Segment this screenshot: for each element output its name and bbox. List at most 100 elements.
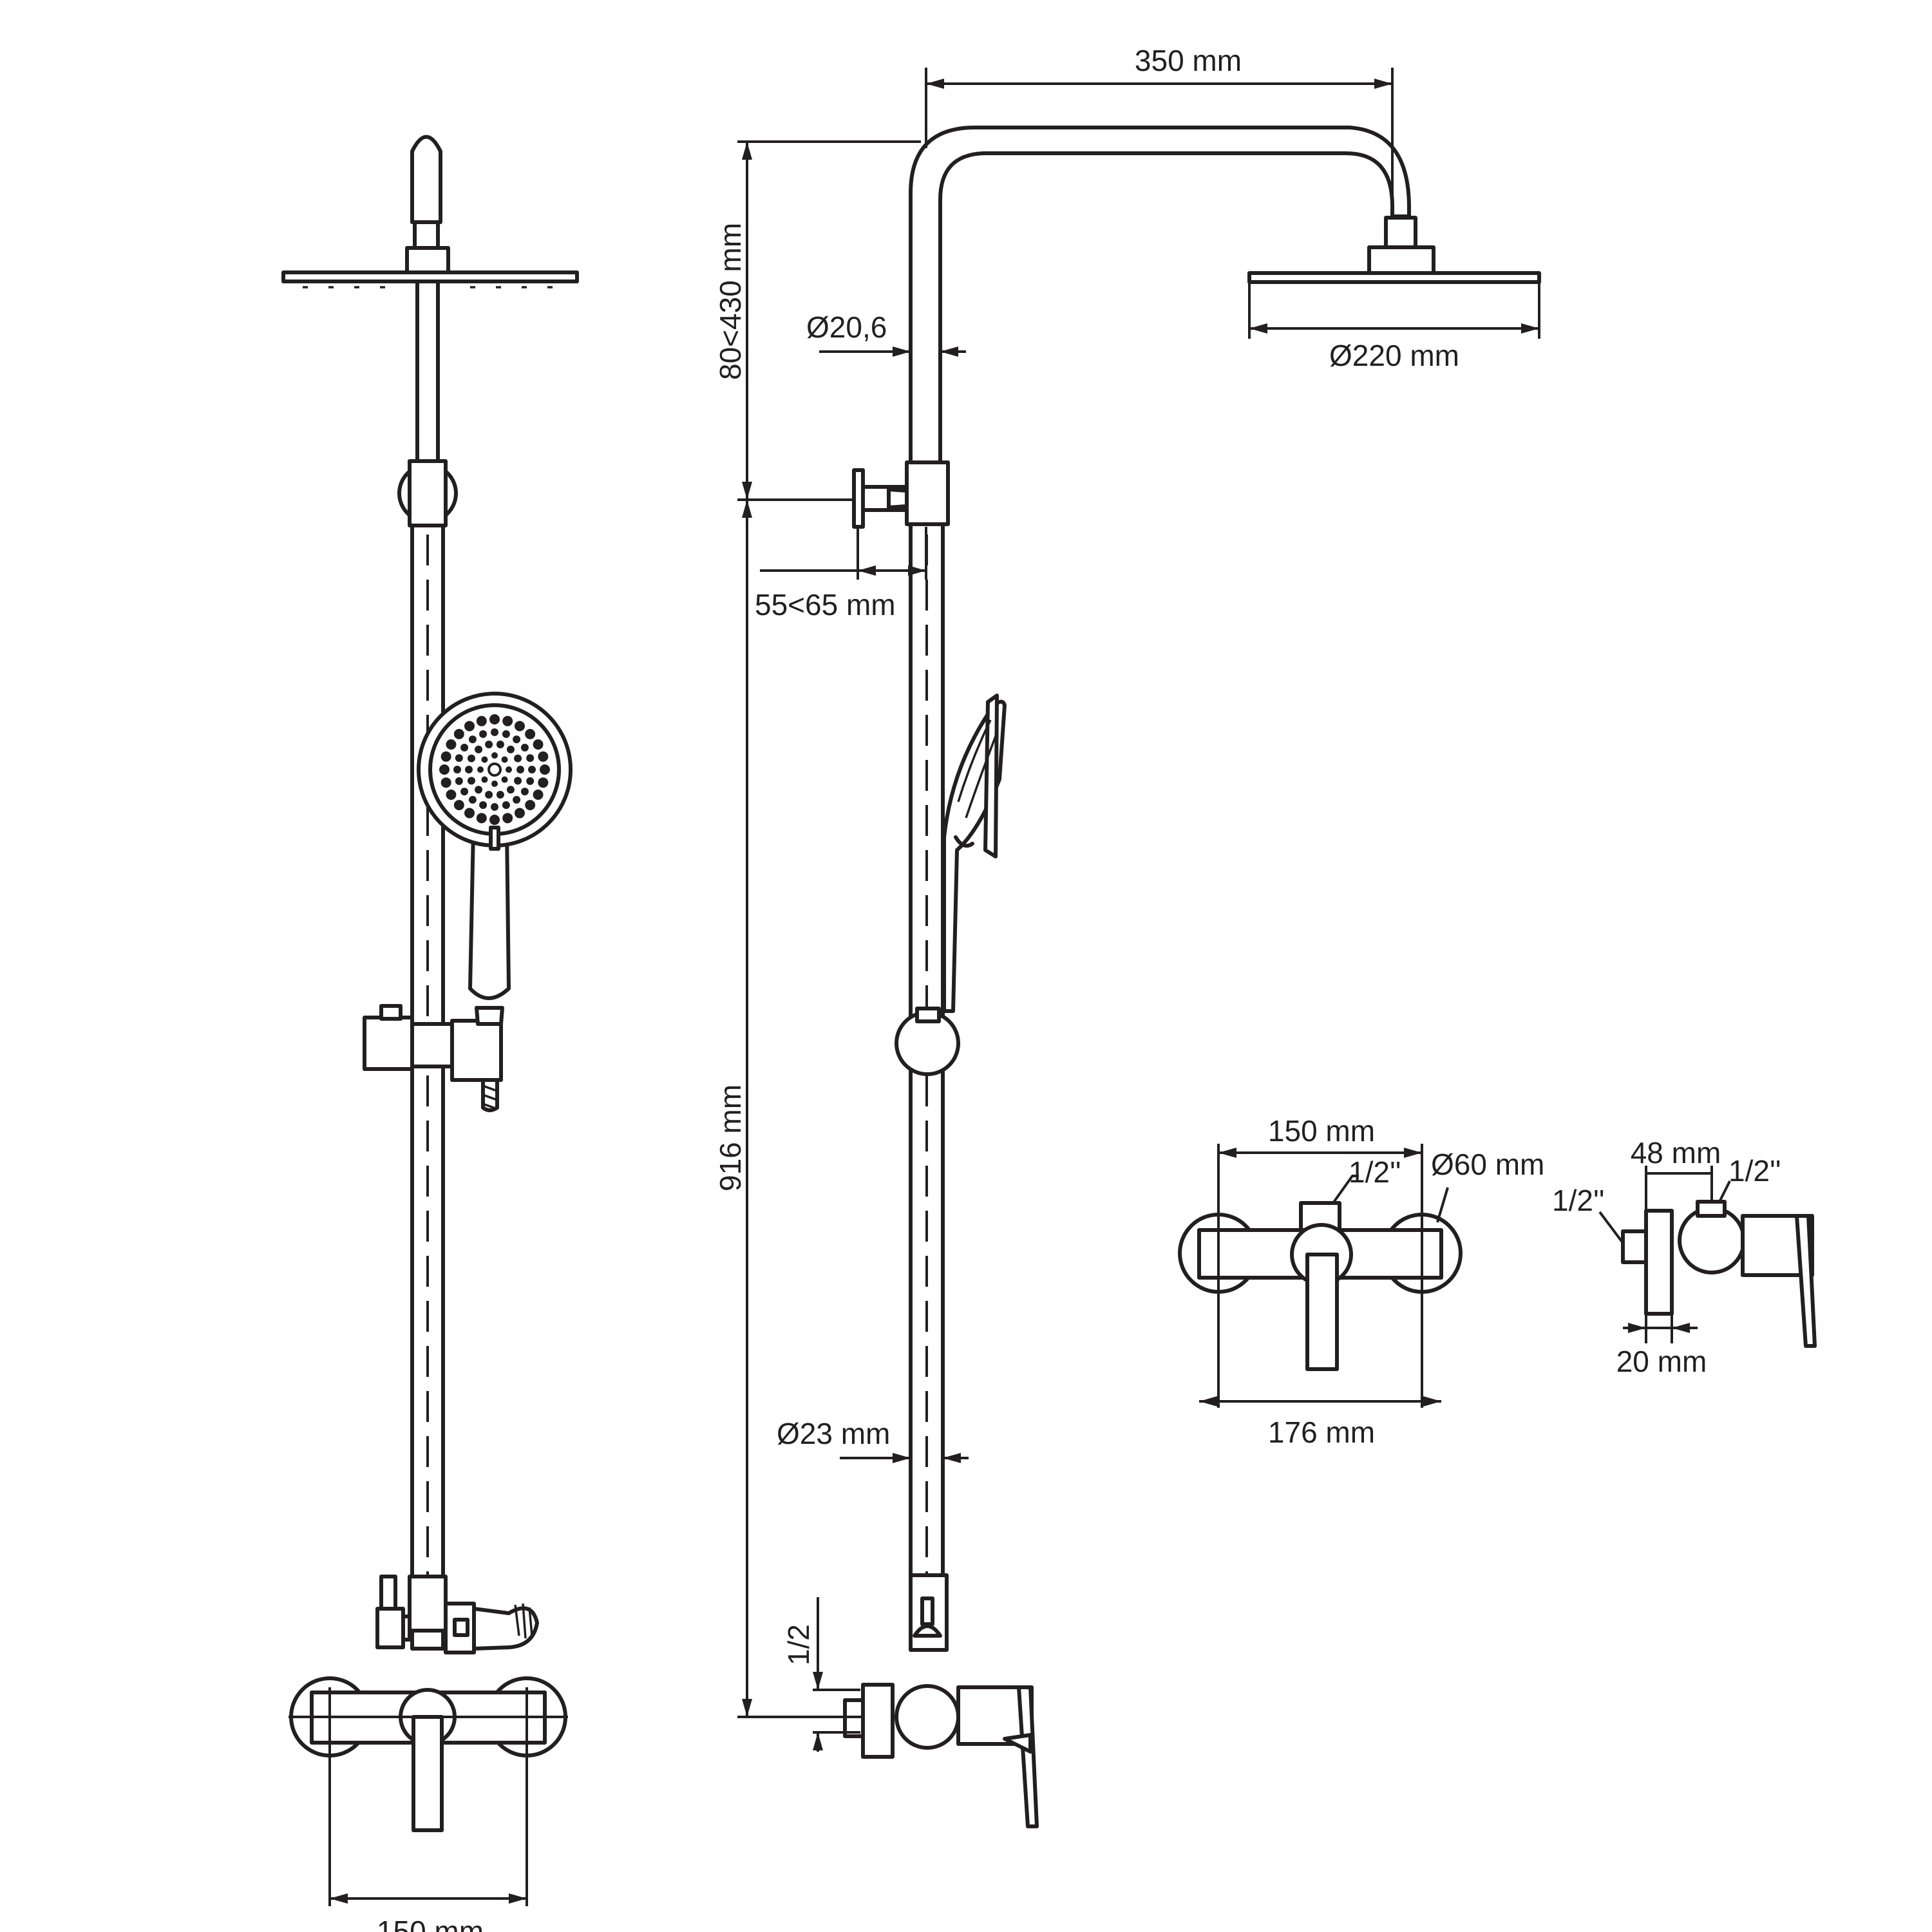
- nozzle-dot: [496, 790, 504, 799]
- front-hand-shower: [417, 692, 573, 1000]
- nozzle-dot: [513, 795, 521, 804]
- nozzle-dot: [525, 800, 536, 811]
- label-mixer-escutcheon: Ø60 mm: [1431, 1148, 1544, 1181]
- nozzle-dot: [446, 790, 457, 800]
- label-upper-tube-dia: Ø20,6: [806, 310, 887, 344]
- front-bracket-clamp: [408, 459, 448, 527]
- nozzle-dot: [481, 756, 488, 763]
- label-arm-length: 350 mm: [1135, 44, 1242, 77]
- side-hand-shower: [942, 694, 1007, 1013]
- front-slider-knob: [379, 1004, 402, 1021]
- nozzle-dot: [491, 803, 498, 811]
- nozzle-dot: [540, 764, 550, 775]
- nozzle-dot: [491, 728, 498, 736]
- label-mixer-centers: 150 mm: [1268, 1114, 1375, 1148]
- front-diverter-block: [408, 1575, 448, 1633]
- front-slider-holder: [450, 1019, 503, 1082]
- nozzle-dot: [464, 808, 475, 819]
- nozzle-dot: [526, 754, 535, 762]
- nozzle-dot: [446, 739, 457, 750]
- nozzle-dot: [538, 777, 549, 788]
- nozzle-dot: [476, 715, 487, 726]
- mixer-side-detail: 48 mm 1/2'' 1/2'' 20 mm: [1552, 1136, 1817, 1378]
- label-total-height: 916 mm: [714, 1084, 747, 1191]
- front-arm-stub: [410, 135, 442, 224]
- label-side-outlet-thread: 1/2'': [1728, 1154, 1781, 1188]
- nozzle-dot: [525, 728, 536, 739]
- side-mixer-body: [895, 1684, 960, 1750]
- nozzle-dot: [502, 813, 513, 824]
- front-mixer-lever: [412, 1715, 444, 1832]
- side-shower-arm: [909, 126, 1411, 466]
- side-detail-lever: [1795, 1214, 1817, 1348]
- nozzle-dot: [467, 754, 475, 762]
- mixer-front-detail: 150 mm 176 mm 1/2'' Ø60 mm: [1178, 1114, 1544, 1449]
- nozzle-dot: [485, 741, 493, 749]
- side-head-connector: [1367, 245, 1435, 275]
- front-upper-riser: [415, 279, 440, 470]
- label-bracket-offset: 55<65 mm: [755, 588, 896, 621]
- label-lower-tube-dia: Ø23 mm: [777, 1417, 890, 1450]
- nozzle-dot: [453, 800, 464, 811]
- front-hose-cone: [475, 1006, 504, 1112]
- nozzle-dot: [502, 730, 510, 738]
- front-view: 150 mm: [281, 135, 579, 1932]
- front-arm-nut: [413, 220, 440, 250]
- nozzle-dot: [468, 735, 477, 744]
- label-side-depth: 48 mm: [1631, 1136, 1721, 1170]
- nozzle-dot: [479, 730, 488, 738]
- side-detail-flange: [1644, 1209, 1674, 1316]
- side-detail-nut: [1621, 1229, 1648, 1264]
- label-side-inlet-thread: 1/2'': [1552, 1184, 1605, 1217]
- nozzle-dot: [467, 777, 475, 785]
- side-arm-nut: [1384, 216, 1417, 249]
- nozzle-dot: [538, 751, 549, 762]
- front-diverter-stem: [379, 1575, 397, 1611]
- head-diameter-dimension: Ø220 mm: [1248, 282, 1540, 372]
- front-slider-clamp: [410, 1022, 454, 1068]
- label-front-width: 150 mm: [377, 1915, 484, 1932]
- nozzle-dot: [520, 788, 529, 796]
- nozzle-dot: [514, 777, 522, 785]
- side-wall-inlet: [861, 1683, 895, 1759]
- nozzle-dot: [440, 751, 451, 762]
- nozzle-dot: [489, 815, 500, 825]
- nozzle-dot: [533, 739, 544, 750]
- mixer-detail-lever: [1305, 1253, 1339, 1371]
- label-riser-top: 80<430 mm: [714, 223, 747, 380]
- nozzle-dot: [479, 801, 488, 810]
- nozzle-dot: [533, 790, 544, 800]
- nozzle-dot: [513, 735, 521, 744]
- nozzle-dot: [475, 786, 483, 794]
- nozzle-dot: [465, 766, 473, 773]
- nozzle-dot: [439, 764, 450, 775]
- nozzle-dot: [506, 786, 515, 794]
- nozzle-dot: [460, 743, 469, 752]
- nozzle-dot: [491, 752, 498, 759]
- nozzle-center: [488, 762, 502, 777]
- nozzle-dot: [506, 745, 515, 753]
- nozzle-dot: [528, 766, 536, 773]
- nozzle-dot: [485, 790, 493, 799]
- nozzle-dot: [477, 766, 484, 773]
- side-view: 350 mm 80<430 mm 916 mm Ø20,6 55<65 mm Ø…: [714, 44, 1541, 1828]
- nozzle-dot: [526, 777, 535, 785]
- nozzle-dot: [515, 721, 525, 732]
- nozzle-dot: [514, 754, 522, 762]
- nozzle-dot: [481, 776, 488, 783]
- nozzle-dot: [496, 741, 504, 749]
- nozzle-dot: [491, 781, 498, 787]
- nozzle-dot: [475, 745, 483, 753]
- nozzle-dot: [516, 766, 524, 773]
- nozzle-dot: [440, 777, 451, 788]
- nozzle-dot: [515, 808, 525, 819]
- nozzle-dot: [460, 788, 469, 796]
- front-diverter-knob: [375, 1607, 405, 1649]
- nozzle-dot: [502, 801, 510, 810]
- front-head-connector: [405, 246, 450, 274]
- side-mixer-lever: [1017, 1685, 1039, 1828]
- hand-shower-nozzles: [439, 714, 550, 825]
- front-mixer: [289, 1676, 568, 1906]
- front-hose-fragment: [472, 1606, 539, 1651]
